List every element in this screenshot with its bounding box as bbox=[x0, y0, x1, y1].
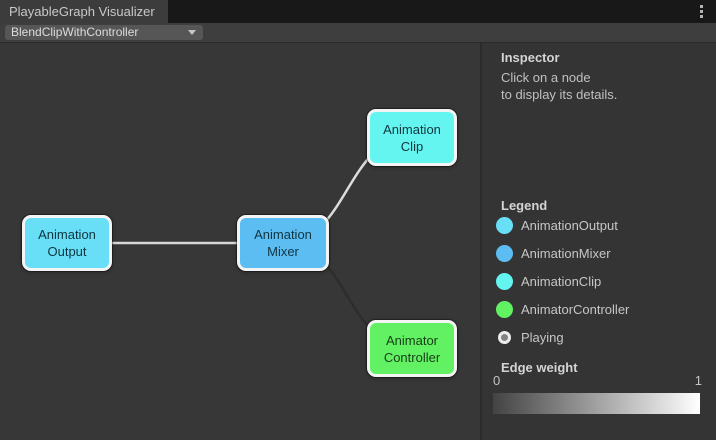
window-menu-button[interactable] bbox=[695, 3, 707, 20]
node-animation-output[interactable]: Animation Output bbox=[22, 215, 112, 271]
tab-playablegraph-visualizer[interactable]: PlayableGraph Visualizer bbox=[0, 0, 168, 23]
animation-mixer-color-dot bbox=[496, 244, 513, 262]
title-bar: PlayableGraph Visualizer bbox=[0, 0, 716, 23]
edge-weight-scale: 0 1 bbox=[493, 373, 702, 388]
inspector-hint: Click on a node to display its details. bbox=[501, 69, 617, 103]
edge-weight-title: Edge weight bbox=[501, 360, 578, 375]
chevron-down-icon bbox=[188, 30, 196, 35]
animation-output-color-dot bbox=[496, 216, 513, 234]
edge-weight-gradient-bar bbox=[493, 393, 700, 414]
edge-weight-min-label: 0 bbox=[493, 373, 501, 388]
legend-item-animation-clip: AnimationClip bbox=[496, 267, 706, 295]
inspector-hint-line1: Click on a node bbox=[501, 70, 591, 85]
graph-selector-dropdown[interactable]: BlendClipWithController bbox=[5, 25, 203, 40]
animator-controller-color-dot bbox=[496, 300, 513, 318]
legend-item-label: AnimationMixer bbox=[521, 245, 611, 261]
legend-item-animation-output: AnimationOutput bbox=[496, 211, 706, 239]
legend-title: Legend bbox=[501, 198, 548, 213]
node-animation-mixer[interactable]: Animation Mixer bbox=[237, 215, 329, 271]
graph-selector-value: BlendClipWithController bbox=[11, 25, 139, 39]
graph-canvas[interactable]: Animation Output Animation Mixer Animati… bbox=[0, 43, 479, 440]
node-animation-clip[interactable]: Animation Clip bbox=[367, 109, 457, 166]
node-animator-controller[interactable]: Animator Controller bbox=[367, 320, 457, 377]
legend-item-animation-mixer: AnimationMixer bbox=[496, 239, 706, 267]
legend-item-animator-controller: AnimatorController bbox=[496, 295, 706, 323]
toolbar: BlendClipWithController bbox=[0, 23, 716, 43]
legend-item-label: Playing bbox=[521, 329, 564, 345]
legend-list: AnimationOutput AnimationMixer Animation… bbox=[496, 211, 706, 351]
inspector-title: Inspector bbox=[501, 50, 560, 65]
inspector-hint-line2: to display its details. bbox=[501, 87, 618, 102]
edge-weight-max-label: 1 bbox=[694, 373, 702, 388]
legend-item-label: AnimationOutput bbox=[521, 217, 618, 233]
legend-item-label: AnimatorController bbox=[521, 301, 630, 317]
inspector-panel: Inspector Click on a node to display its… bbox=[480, 43, 716, 440]
legend-item-label: AnimationClip bbox=[521, 273, 602, 289]
legend-item-playing: Playing bbox=[496, 323, 706, 351]
playing-color-dot bbox=[498, 330, 511, 344]
animation-clip-color-dot bbox=[496, 272, 513, 290]
